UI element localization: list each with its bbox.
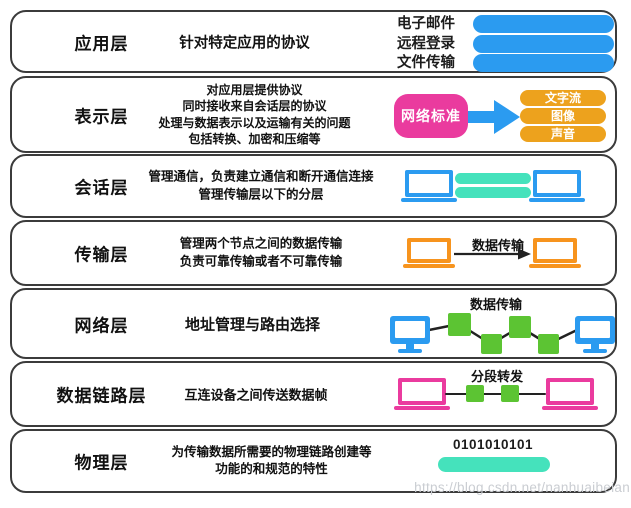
graphic-label: 数据传输 — [469, 297, 522, 312]
physical-link-bar — [438, 457, 550, 472]
layer-transport: 传输层 管理两个节点之间的数据传输 负责可靠传输或者不可靠传输 数据传输 — [10, 220, 617, 286]
layer-network: 网络层 地址管理与路由选择 数据传输 — [10, 288, 617, 359]
layer-desc: 为传输数据所需要的物理链路创建等 功能的和规范的特性 — [144, 444, 399, 478]
output-pill: 图像 — [520, 108, 606, 124]
layer-title: 传输层 — [74, 245, 129, 265]
layer-desc-line: 对应用层提供协议 — [206, 82, 303, 97]
arrow-right-icon — [454, 248, 531, 260]
switch-node-icon — [538, 334, 559, 354]
network-topology-graphic — [390, 313, 615, 354]
switch-node-icon — [501, 385, 519, 402]
graphic-label: 分段转发 — [470, 369, 523, 384]
layer-desc-line: 针对特定应用的协议 — [179, 35, 310, 51]
layer-desc: 地址管理与路由选择 — [160, 313, 345, 334]
layer-desc-line: 地址管理与路由选择 — [184, 316, 320, 333]
laptop-screen — [546, 378, 594, 405]
layer-desc-line: 包括转换、加密和压缩等 — [188, 132, 321, 146]
laptop-base — [529, 198, 585, 202]
layer-title: 会话层 — [74, 178, 129, 198]
app-item-label: 电子邮件 — [397, 16, 455, 32]
laptop-screen — [398, 378, 446, 405]
laptop-icon — [529, 238, 581, 268]
switch-node-icon — [509, 316, 531, 338]
output-pill: 文字流 — [520, 90, 606, 106]
layer-desc-line: 管理通信，负责建立通信和断开通信连接 — [148, 169, 374, 184]
layer-desc-line: 负责可靠传输或者不可靠传输 — [179, 254, 343, 268]
layer-desc-line: 管理传输层以下的分层 — [198, 187, 324, 201]
layer-title: 表示层 — [74, 107, 129, 126]
laptop-screen — [533, 170, 581, 197]
connection-bar — [455, 173, 531, 184]
layer-desc: 管理两个节点之间的数据传输 负责可靠传输或者不可靠传输 — [130, 236, 392, 271]
layer-session: 会话层 管理通信，负责建立通信和断开通信连接 管理传输层以下的分层 — [10, 154, 617, 218]
layer-desc-line: 处理与数据表示以及运输有关的问题 — [158, 115, 351, 130]
laptop-icon — [542, 378, 598, 410]
layer-title: 物理层 — [74, 453, 129, 473]
switch-node-icon — [466, 385, 484, 402]
layer-datalink: 数据链路层 互连设备之间传送数据帧 分段转发 — [10, 361, 617, 427]
layer-desc: 对应用层提供协议 同时接收来自会话层的协议 处理与数据表示以及运输有关的问题 包… — [122, 82, 387, 148]
layer-desc: 互连设备之间传送数据帧 — [160, 385, 352, 404]
layer-desc-line: 互连设备之间传送数据帧 — [184, 387, 328, 403]
layer-title: 数据链路层 — [56, 386, 147, 406]
layer-desc-line: 功能的和规范的特性 — [215, 462, 328, 476]
block-arrow-icon — [468, 100, 520, 134]
layer-desc: 管理通信，负责建立通信和断开通信连接 管理传输层以下的分层 — [130, 169, 392, 204]
laptop-icon — [394, 378, 450, 410]
layer-desc-line: 同时接收来自会话层的协议 — [182, 99, 327, 113]
network-standard-box: 网络标准 — [394, 94, 468, 138]
laptop-screen — [405, 170, 453, 197]
bitstream-label: 0101010101 — [452, 437, 534, 452]
output-pill: 声音 — [520, 126, 606, 142]
layer-desc: 针对特定应用的协议 — [152, 31, 337, 52]
laptop-icon — [401, 170, 457, 202]
layer-title: 网络层 — [74, 316, 129, 335]
laptop-icon — [529, 170, 585, 202]
layer-title: 应用层 — [74, 34, 129, 53]
switch-node-icon — [448, 313, 471, 336]
laptop-base — [394, 406, 450, 410]
connection-bar — [455, 187, 531, 198]
layer-presentation: 表示层 对应用层提供协议 同时接收来自会话层的协议 处理与数据表示以及运输有关的… — [10, 76, 617, 153]
protocol-bar — [473, 34, 614, 53]
monitor-icon — [575, 316, 615, 353]
layer-desc-line: 为传输数据所需要的物理链路创建等 — [171, 445, 372, 459]
layer-application: 应用层 针对特定应用的协议 电子邮件 远程登录 文件传输 — [10, 10, 617, 73]
laptop-base — [401, 198, 457, 202]
switch-node-icon — [481, 334, 502, 354]
laptop-screen — [407, 238, 451, 263]
protocol-bar — [473, 54, 614, 72]
watermark-url: https://blog.csdn.net/nanhuaibeian — [414, 480, 630, 495]
arrow-label: 数据传输 — [471, 238, 524, 253]
laptop-icon — [403, 238, 455, 268]
laptop-base — [403, 264, 455, 268]
link-line — [445, 392, 546, 395]
protocol-bar — [473, 15, 614, 33]
app-item-label: 远程登录 — [397, 35, 455, 52]
laptop-base — [542, 406, 598, 410]
monitor-icon — [390, 316, 430, 353]
layer-physical: 物理层 为传输数据所需要的物理链路创建等 功能的和规范的特性 010101010… — [10, 429, 617, 493]
laptop-base — [529, 264, 581, 268]
layer-desc-line: 管理两个节点之间的数据传输 — [179, 236, 343, 251]
laptop-screen — [533, 238, 577, 263]
app-item-label: 文件传输 — [397, 55, 455, 71]
